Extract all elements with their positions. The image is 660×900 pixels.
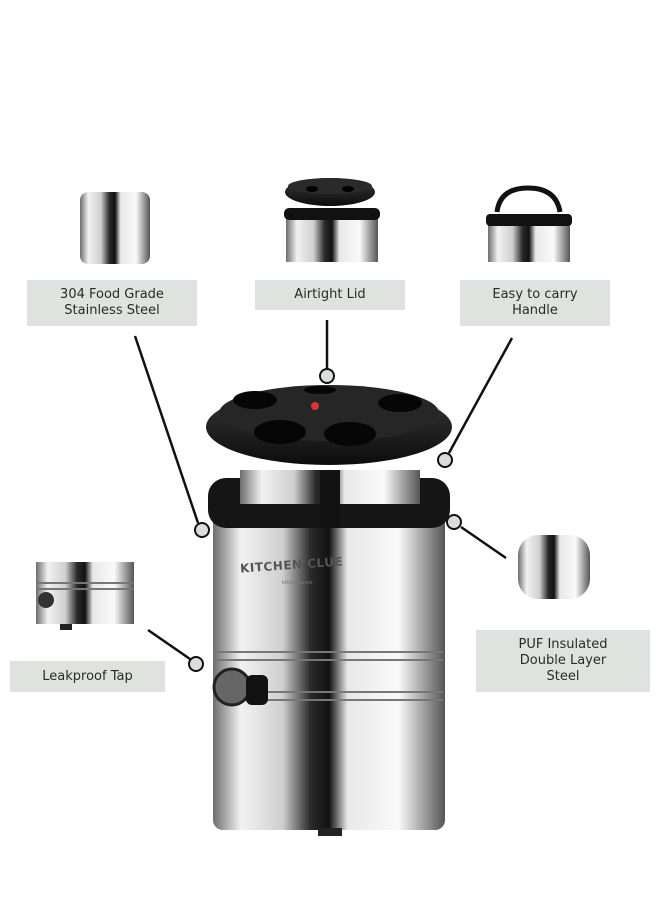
feature-label-stainless-steel: 304 Food Grade Stainless Steel — [27, 280, 197, 326]
connector-dots — [188, 368, 462, 672]
connector-lines — [133, 320, 514, 661]
lid-thumbnail — [284, 178, 380, 262]
brand-subtext: kitchenware — [282, 580, 313, 586]
product-image — [206, 385, 452, 836]
steel-tube-thumbnail — [80, 192, 150, 264]
feature-label-leakproof-tap: Leakproof Tap — [10, 661, 165, 692]
handle-thumbnail — [486, 185, 572, 262]
double-layer-thumbnail — [518, 535, 590, 599]
tap-thumbnail — [36, 562, 134, 630]
feature-label-handle: Easy to carry Handle — [460, 280, 610, 326]
feature-label-puf-insulated: PUF Insulated Double Layer Steel — [476, 630, 650, 692]
feature-label-airtight-lid: Airtight Lid — [255, 280, 405, 310]
